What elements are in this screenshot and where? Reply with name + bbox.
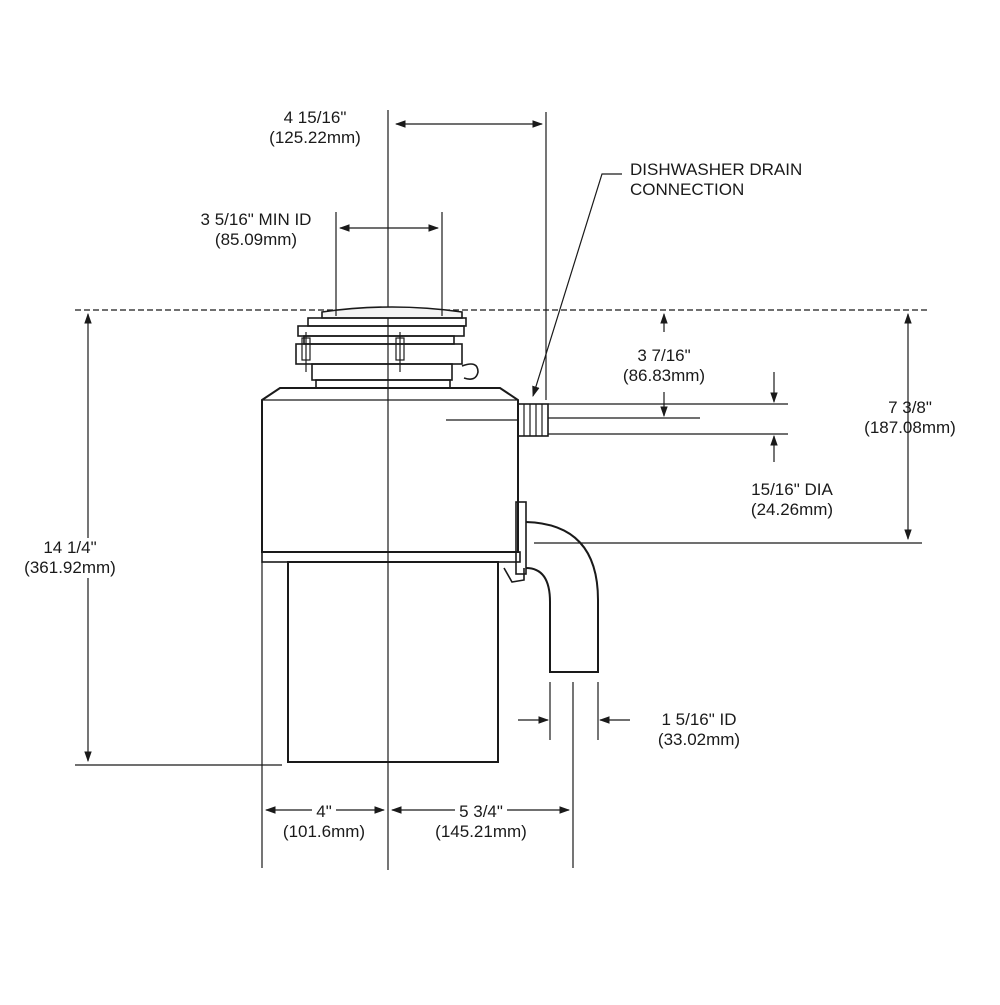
lower-housing xyxy=(287,561,499,763)
drain-leader-line xyxy=(532,173,622,398)
label-outlet-id: 1 5/16" ID (33.02mm) xyxy=(657,710,741,749)
label-drain-height: 3 7/16" (86.83mm) xyxy=(622,346,706,385)
label-min-id: 3 5/16" MIN ID (85.09mm) xyxy=(200,210,312,249)
discharge-elbow xyxy=(503,501,599,673)
label-outlet-offset: 5 3/4" (145.21mm) xyxy=(435,802,527,841)
label-flange-width: 4 15/16" (125.22mm) xyxy=(269,108,361,147)
dishwasher-drain-inlet xyxy=(517,403,549,437)
label-total-height: 14 1/4" (361.92mm) xyxy=(8,538,132,578)
label-drain-connection: DISHWASHER DRAIN CONNECTION xyxy=(630,160,803,199)
upper-housing xyxy=(261,387,521,563)
label-outlet-height: 7 3/8" (187.08mm) xyxy=(864,398,956,437)
label-drain-dia: 15/16" DIA (24.26mm) xyxy=(750,480,834,519)
sink-flange xyxy=(295,306,479,389)
label-half-width: 4" (101.6mm) xyxy=(282,802,366,841)
